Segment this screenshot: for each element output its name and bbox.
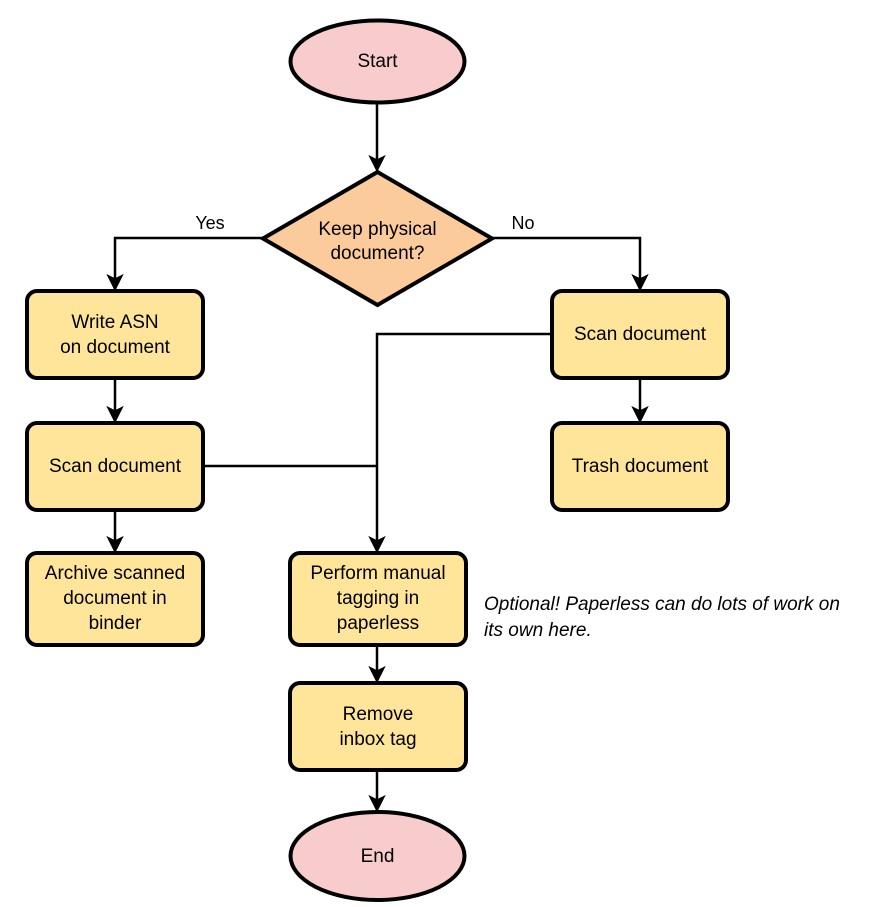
tagging-label-line1: Perform manual <box>310 563 445 584</box>
node-perform-manual-tagging-in-paperless[interactable]: Perform manual tagging in paperless <box>288 551 468 647</box>
scan-right-label: Scan document <box>574 324 707 345</box>
node-archive-scanned-document-in-binder[interactable]: Archive scanned document in binder <box>25 551 205 647</box>
edge-label-no: No <box>511 213 534 233</box>
trash-label: Trash document <box>572 456 709 477</box>
archive-label-line3: binder <box>89 613 142 634</box>
archive-label-line2: document in <box>63 588 167 609</box>
connector-decision-yes-to-write-asn <box>106 236 263 292</box>
decision-label-line2: document? <box>330 243 424 264</box>
tagging-shape <box>288 551 468 647</box>
node-start[interactable]: Start <box>288 18 467 105</box>
node-scan-document-left[interactable]: Scan document <box>25 421 205 512</box>
start-label: Start <box>357 51 398 72</box>
scan-left-shape <box>25 421 205 512</box>
write-asn-label-line1: Write ASN <box>71 312 158 333</box>
remove-inbox-label-line1: Remove <box>343 704 414 725</box>
node-decision-keep-physical-document[interactable]: Keep physical document? <box>259 169 496 308</box>
write-asn-label-line2: on document <box>60 337 171 358</box>
remove-inbox-shape <box>288 681 468 772</box>
node-trash-document[interactable]: Trash document <box>550 421 730 512</box>
archive-label-line1: Archive scanned <box>45 563 185 584</box>
connector-decision-no-to-scan-right <box>492 236 649 292</box>
decision-label-line1: Keep physical <box>318 219 436 240</box>
annotation-note: Optional! Paperless can do lots of work … <box>484 594 840 641</box>
annotation-line2: its own here. <box>484 620 592 641</box>
connector-scan-right-to-tagging <box>368 332 552 554</box>
annotation-line1: Optional! Paperless can do lots of work … <box>484 594 840 615</box>
tagging-label-line3: paperless <box>337 613 419 634</box>
node-remove-inbox-tag[interactable]: Remove inbox tag <box>288 681 468 772</box>
node-end[interactable]: End <box>288 810 467 902</box>
start-shape <box>288 18 467 105</box>
end-shape <box>288 810 467 902</box>
decision-shape <box>259 169 496 308</box>
write-asn-shape <box>25 289 205 380</box>
node-scan-document-right[interactable]: Scan document <box>550 289 730 380</box>
tagging-label-line2: tagging in <box>337 588 419 609</box>
archive-shape <box>25 551 205 647</box>
end-label: End <box>361 846 395 867</box>
scan-right-shape <box>550 289 730 380</box>
node-write-asn-on-document[interactable]: Write ASN on document <box>25 289 205 380</box>
scan-left-label: Scan document <box>49 456 182 477</box>
trash-shape <box>550 421 730 512</box>
remove-inbox-label-line2: inbox tag <box>339 729 416 750</box>
edge-label-yes: Yes <box>195 213 224 233</box>
